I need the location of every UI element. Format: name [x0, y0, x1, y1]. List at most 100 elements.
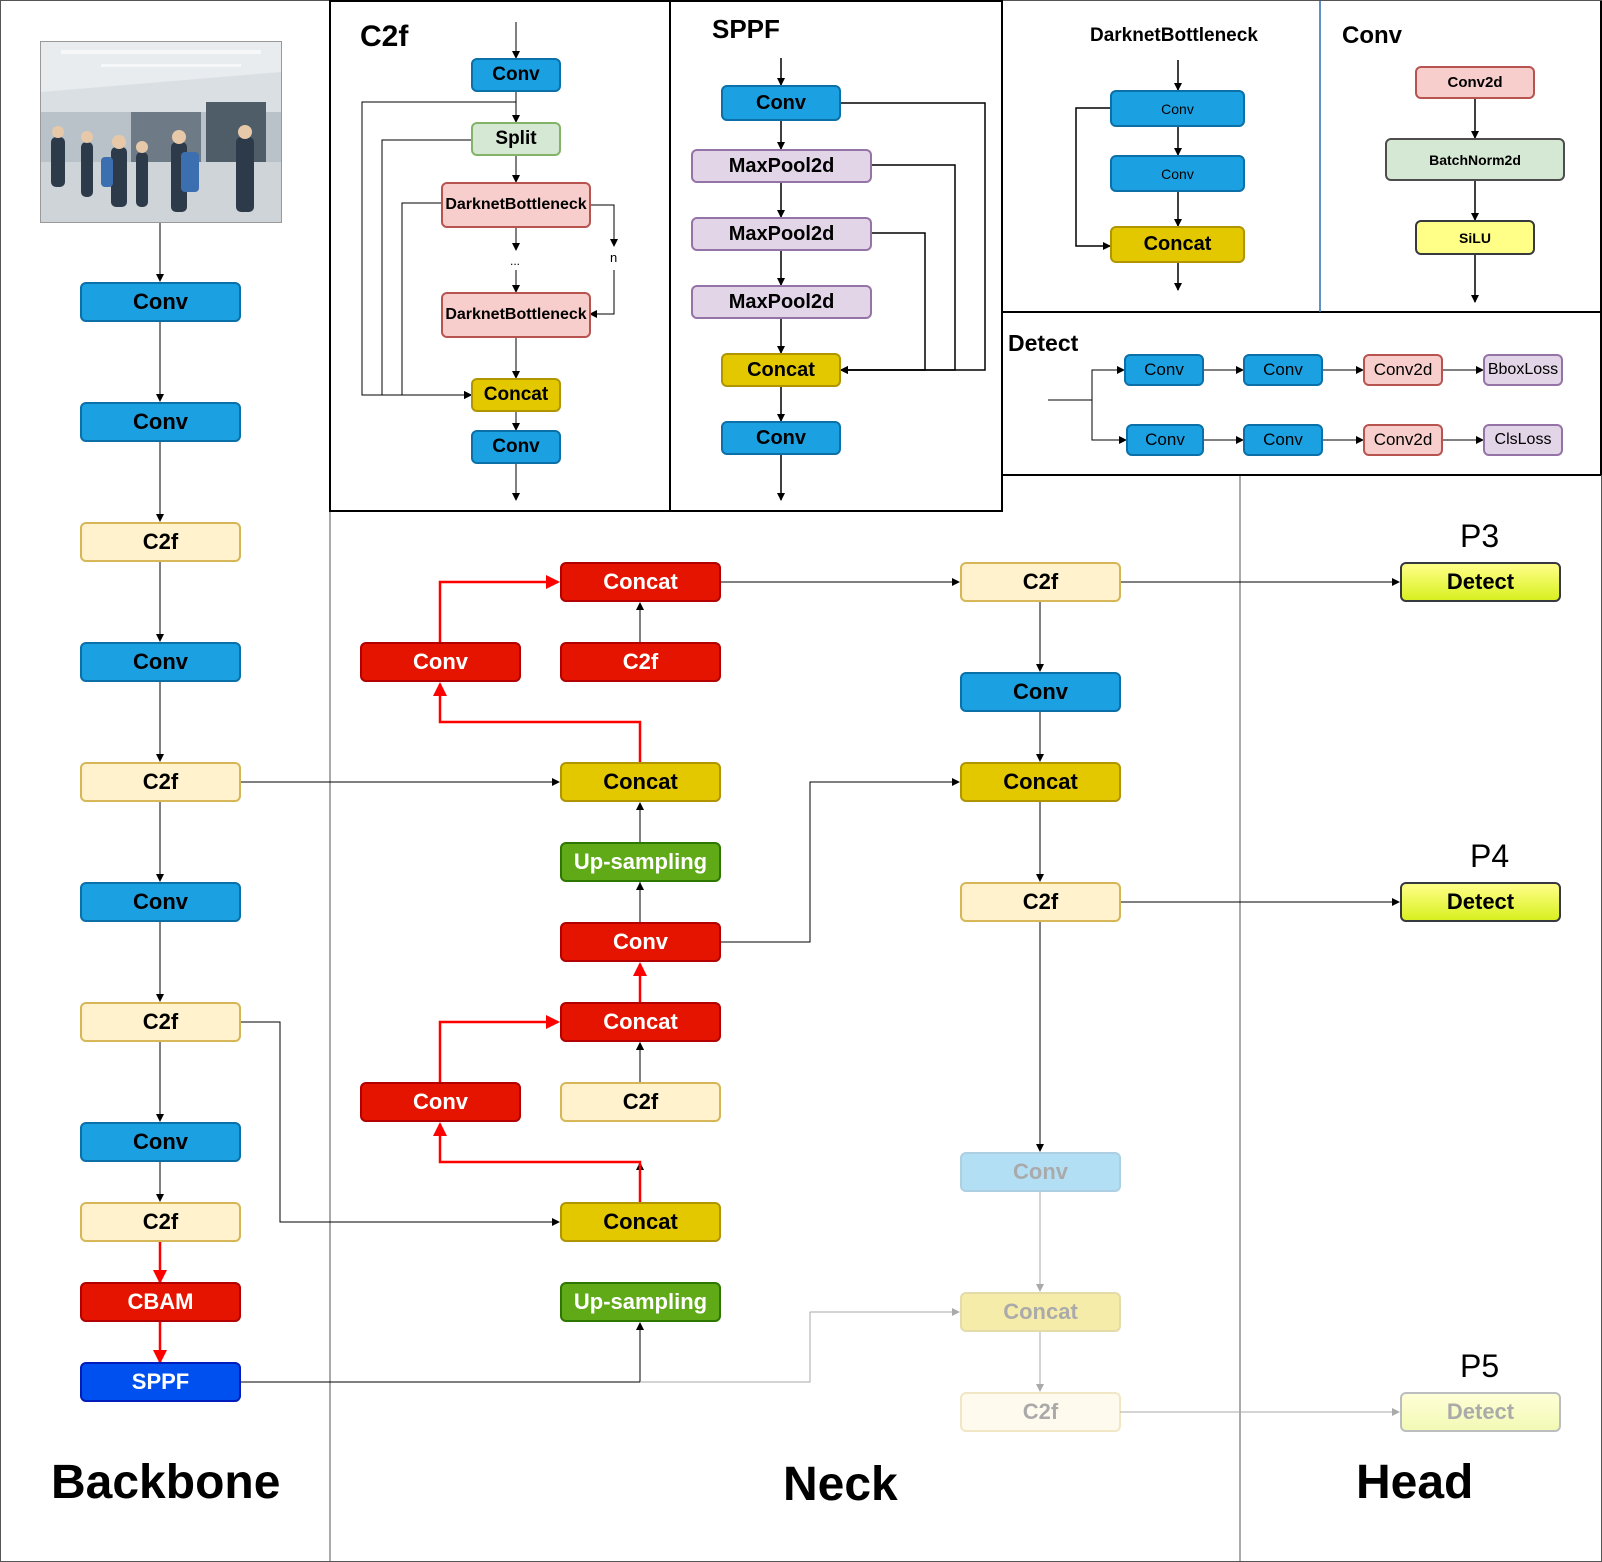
box-label: BatchNorm2d	[1429, 151, 1521, 168]
box-label: Conv2d	[1447, 74, 1503, 91]
box-label: Conv	[413, 1089, 468, 1114]
box-label: Conv	[133, 289, 188, 314]
box-label: Conv	[1161, 165, 1194, 182]
box-label: C2f	[1022, 889, 1059, 914]
sppf-module-maxpool-2: MaxPool2d	[691, 217, 872, 251]
box-label: DarknetBottleneck	[445, 306, 587, 323]
box-label: Conv	[1263, 360, 1303, 379]
box-label: Conv	[1144, 360, 1184, 379]
box-label: Concat	[603, 1009, 678, 1034]
backbone-sppf: SPPF	[80, 1362, 241, 1402]
neck-c2f-right-2: C2f	[960, 882, 1121, 922]
box-label: C2f	[622, 649, 659, 674]
c2f-module-title: C2f	[360, 20, 409, 53]
box-label: C2f	[1022, 569, 1059, 594]
c2f-module-dots: ...	[510, 254, 521, 268]
section-title-neck: Neck	[783, 1458, 898, 1511]
box-label: MaxPool2d	[728, 154, 835, 177]
box-label: DarknetBottleneck	[445, 196, 587, 213]
box-label: Conv	[133, 409, 188, 434]
backbone-c2f-3: C2f	[80, 1002, 241, 1042]
conv-module-batchnorm: BatchNorm2d	[1385, 138, 1565, 181]
box-label: Conv	[1161, 100, 1194, 117]
neck-conv-right-1: Conv	[960, 672, 1121, 712]
box-label: C2f	[142, 769, 179, 794]
c2f-module-concat: Concat	[471, 378, 561, 412]
backbone-c2f-1: C2f	[80, 522, 241, 562]
box-label: ClsLoss	[1494, 431, 1552, 448]
sppf-module-concat: Concat	[721, 353, 841, 387]
sppf-module-conv-in: Conv	[721, 85, 841, 121]
box-label: C2f	[142, 529, 179, 554]
box-label: Conv	[413, 649, 468, 674]
detect-module-bboxloss: BboxLoss	[1483, 354, 1563, 386]
neck-conv-top-left: Conv	[360, 642, 521, 682]
backbone-conv-3: Conv	[80, 642, 241, 682]
detect-module-top-conv-1: Conv	[1124, 354, 1204, 386]
box-label: Detect	[1446, 569, 1515, 594]
backbone-conv-4: Conv	[80, 882, 241, 922]
conv-module-conv2d: Conv2d	[1415, 66, 1535, 99]
c2f-module-bottleneck-2: DarknetBottleneck	[441, 292, 591, 338]
box-label: Conv	[133, 1129, 188, 1154]
box-label: Detect	[1446, 889, 1515, 914]
box-label: Conv2d	[1373, 430, 1433, 449]
box-label: Concat	[1143, 233, 1212, 255]
box-label: Conv2d	[1373, 360, 1433, 379]
input-image	[40, 41, 282, 223]
detect-module-bottom-conv-2: Conv	[1243, 424, 1323, 456]
box-label: Concat	[603, 769, 678, 794]
c2f-module-split: Split	[471, 122, 561, 156]
backbone-conv-1: Conv	[80, 282, 241, 322]
box-label: Conv	[492, 64, 540, 85]
head-detect-3: Detect	[1400, 1392, 1561, 1432]
detect-module-bottom-conv-1: Conv	[1126, 424, 1204, 456]
box-label: Concat	[483, 384, 549, 405]
detect-module-title: Detect	[1008, 330, 1079, 356]
neck-conv-low-left: Conv	[360, 1082, 521, 1122]
c2f-module-conv-in: Conv	[471, 58, 561, 92]
neck-conv-mid: Conv	[560, 922, 721, 962]
box-label: MaxPool2d	[728, 222, 835, 245]
darknet-module-concat: Concat	[1110, 226, 1245, 263]
box-label: MaxPool2d	[728, 290, 835, 313]
detect-module-top-conv2d: Conv2d	[1363, 354, 1443, 386]
box-label: Concat	[603, 1209, 678, 1234]
p4-label: P4	[1470, 838, 1510, 874]
box-label: Conv	[1263, 430, 1303, 449]
box-label: Conv	[613, 929, 668, 954]
detect-module-bottom-conv2d: Conv2d	[1363, 424, 1443, 456]
neck-c2f-right-1: C2f	[960, 562, 1121, 602]
box-label: Conv	[1013, 1159, 1068, 1184]
box-label: CBAM	[127, 1289, 194, 1314]
conv-module-title: Conv	[1342, 22, 1402, 49]
box-label: Conv	[756, 91, 806, 114]
section-title-backbone: Backbone	[51, 1456, 281, 1509]
detect-module-clsloss: ClsLoss	[1483, 424, 1563, 456]
sppf-module-title: SPPF	[712, 14, 780, 44]
neck-concat-low: Concat	[560, 1202, 721, 1242]
sppf-module-maxpool-3: MaxPool2d	[691, 285, 872, 319]
sppf-module-conv-out: Conv	[721, 421, 841, 455]
darknet-module-title: DarknetBottleneck	[1090, 25, 1258, 46]
backbone-c2f-2: C2f	[80, 762, 241, 802]
neck-c2f-right-3: C2f	[960, 1392, 1121, 1432]
neck-concat-red-low: Concat	[560, 1002, 721, 1042]
section-title-head: Head	[1356, 1456, 1474, 1509]
darknet-module-conv-1: Conv	[1110, 90, 1245, 127]
darknet-module-conv-2: Conv	[1110, 155, 1245, 192]
neck-concat-right-2: Concat	[960, 1292, 1121, 1332]
box-label: C2f	[1022, 1399, 1059, 1424]
backbone-cbam: CBAM	[80, 1282, 241, 1322]
backbone-c2f-4: C2f	[80, 1202, 241, 1242]
box-label: Conv	[1013, 679, 1068, 704]
box-label: Concat	[1003, 769, 1078, 794]
box-label: C2f	[142, 1009, 179, 1034]
box-label: SiLU	[1459, 229, 1491, 246]
sppf-module-maxpool-1: MaxPool2d	[691, 149, 872, 183]
head-detect-1: Detect	[1400, 562, 1561, 602]
neck-concat-mid: Concat	[560, 762, 721, 802]
c2f-module-n: n	[610, 250, 618, 265]
